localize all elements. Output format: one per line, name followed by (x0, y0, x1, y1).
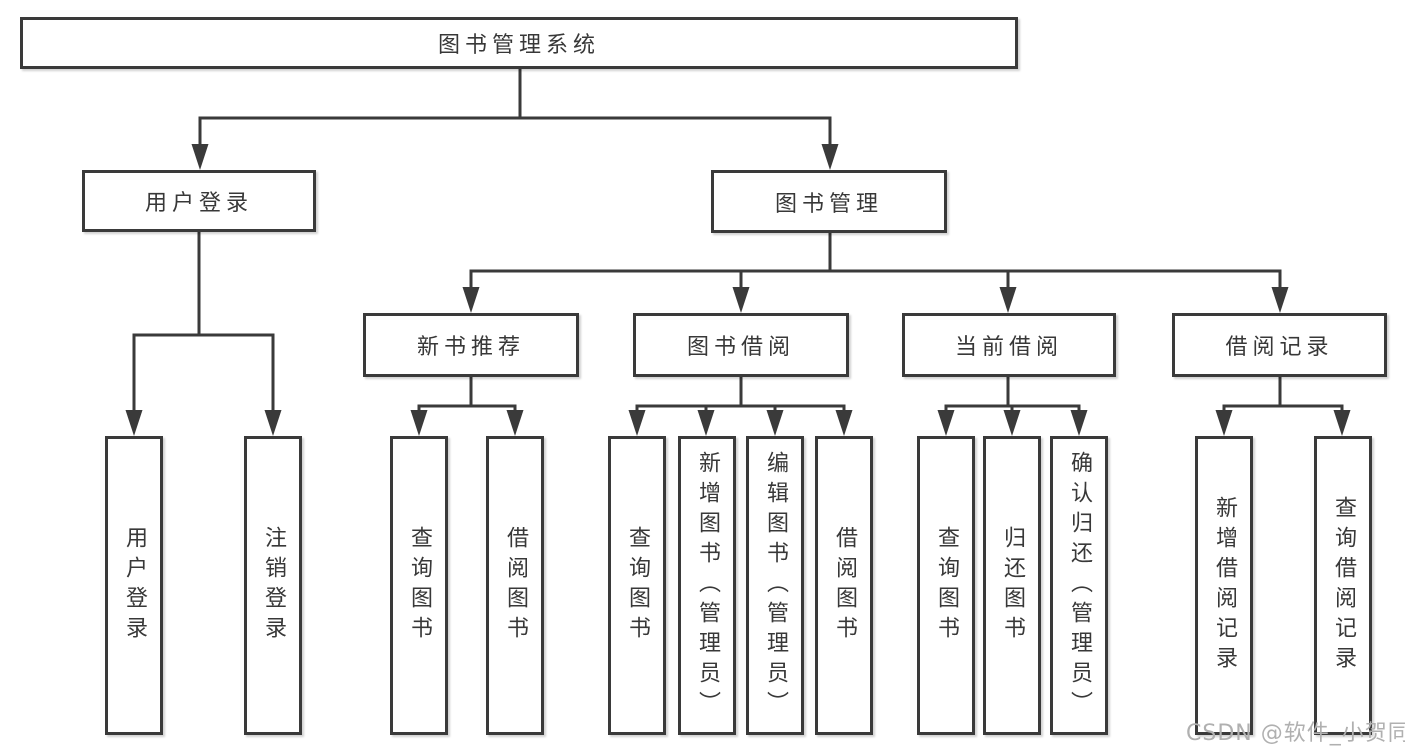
leaf-label: 查询图书 (625, 525, 650, 646)
leaf-query-borrow-record: 查询借阅记录 (1314, 436, 1372, 735)
node-label: 新书推荐 (416, 335, 525, 360)
node-label: 用户登录 (144, 191, 253, 216)
leaf-label: 确认归还（管理员） (1067, 450, 1092, 721)
leaf-label: 归还图书 (1000, 525, 1025, 646)
arrowhead-icons (125, 144, 1351, 436)
leaf-confirm-return-admin: 确认归还（管理员） (1050, 436, 1108, 735)
csdn-watermark: CSDN @软件_小贺同学 (1186, 721, 1405, 746)
node-user-login: 用户登录 (82, 170, 316, 232)
leaf-label: 借阅图书 (503, 525, 528, 646)
leaf-add-borrow-record: 新增借阅记录 (1195, 436, 1253, 735)
node-borrow-records: 借阅记录 (1172, 313, 1387, 377)
node-current-borrow: 当前借阅 (902, 313, 1116, 377)
leaf-user-login: 用户登录 (105, 436, 163, 735)
node-label: 图书管理 (774, 191, 883, 217)
node-label: 图书管理系统 (437, 33, 600, 58)
node-new-book-recommend: 新书推荐 (363, 313, 579, 377)
leaf-borrow-books: 借阅图书 (815, 436, 873, 735)
leaf-borrow-books-recommend: 借阅图书 (486, 436, 544, 735)
node-label: 借阅记录 (1225, 335, 1334, 360)
leaf-label: 借阅图书 (832, 525, 857, 646)
node-label: 当前借阅 (954, 335, 1063, 360)
leaf-label: 查询借阅记录 (1331, 495, 1356, 676)
leaf-label: 查询图书 (407, 525, 432, 646)
leaf-label: 用户登录 (122, 525, 147, 646)
leaf-add-book-admin: 新增图书（管理员） (678, 436, 736, 735)
leaf-query-books-current: 查询图书 (917, 436, 975, 735)
leaf-edit-book-admin: 编辑图书（管理员） (746, 436, 804, 735)
leaf-query-books-borrow: 查询图书 (608, 436, 666, 735)
leaf-logout-login: 注销登录 (244, 436, 302, 735)
leaf-label: 新增图书（管理员） (695, 450, 720, 721)
leaf-label: 编辑图书（管理员） (763, 450, 788, 721)
node-book-management: 图书管理 (711, 170, 947, 233)
leaf-query-books-recommend: 查询图书 (390, 436, 448, 735)
leaf-label: 新增借阅记录 (1212, 495, 1237, 676)
leaf-label: 注销登录 (261, 525, 286, 646)
node-book-borrow: 图书借阅 (633, 313, 849, 377)
leaf-label: 查询图书 (934, 525, 959, 646)
node-root-library-system: 图书管理系统 (20, 17, 1018, 69)
node-label: 图书借阅 (686, 335, 795, 360)
leaf-return-books: 归还图书 (983, 436, 1041, 735)
